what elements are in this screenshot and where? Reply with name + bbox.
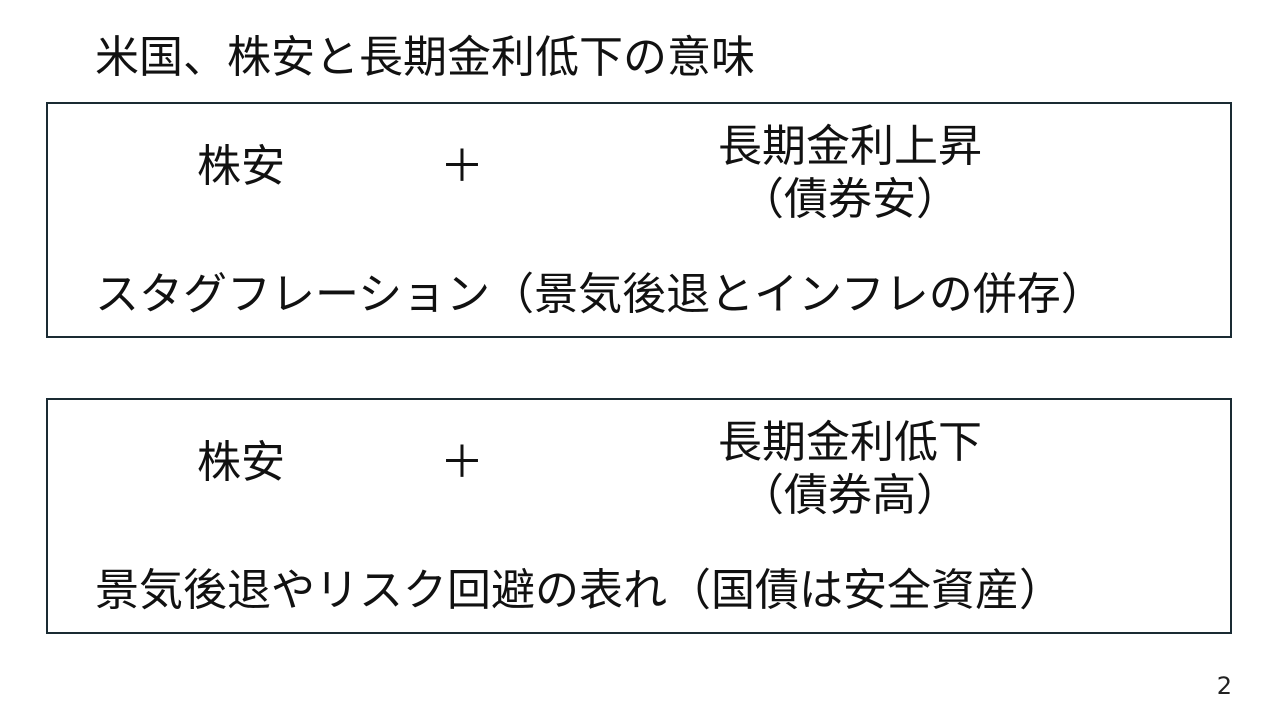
page-number: 2 [1216,672,1232,700]
box1-right-line2: （債券安） [740,174,960,225]
scenario-box-2 [46,398,1232,634]
box1-conclusion: スタグフレーション（景気後退とインフレの併存） [95,269,1105,320]
box2-conclusion: 景気後退やリスク回避の表れ（国債は安全資産） [95,565,1063,616]
box2-plus: ＋ [440,437,484,488]
slide-title: 米国、株安と長期金利低下の意味 [95,32,755,83]
box1-plus: ＋ [440,141,484,192]
box2-right-line1: 長期金利低下 [718,417,982,468]
box1-right-line1: 長期金利上昇 [718,121,982,172]
box2-right-line2: （債券高） [740,470,960,521]
scenario-box-1 [46,102,1232,338]
box1-left-label: 株安 [197,141,285,192]
box2-left-label: 株安 [197,437,285,488]
